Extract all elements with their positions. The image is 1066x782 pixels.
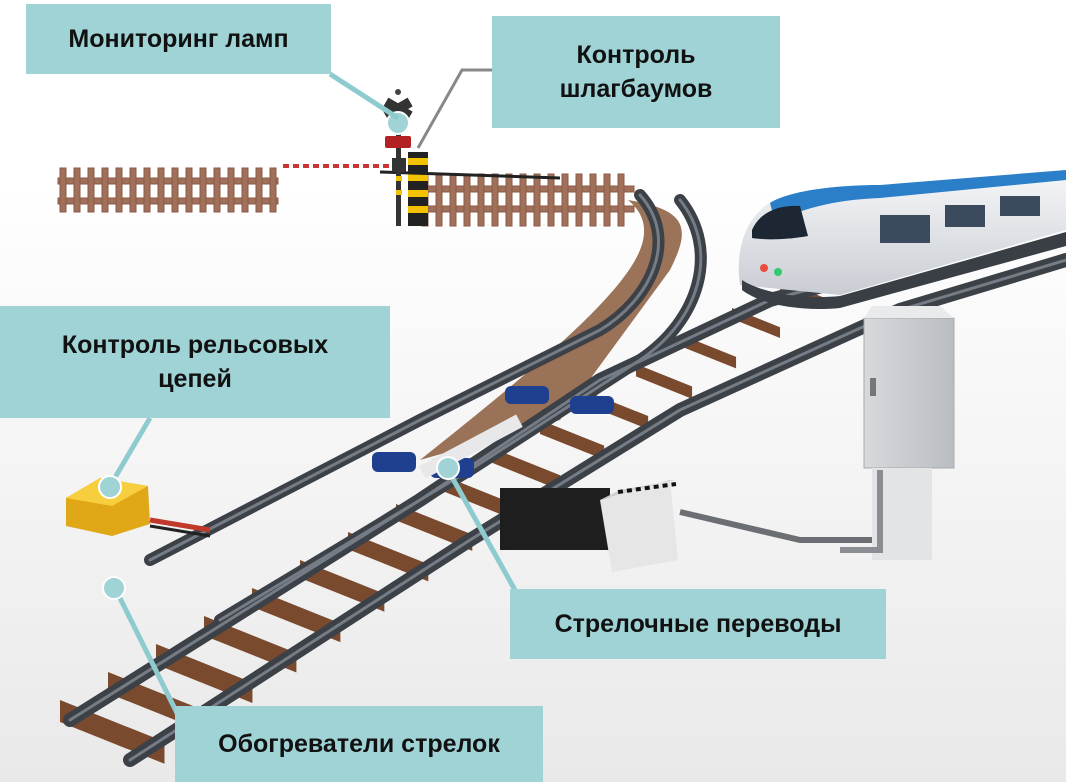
fence-picket: [589, 173, 597, 227]
fence-picket: [241, 167, 249, 213]
label-track-circuit: Контроль рельсовых цепей: [0, 306, 390, 418]
fence-picket: [617, 173, 625, 227]
fence-picket: [171, 167, 179, 213]
switch-machine: [500, 480, 678, 572]
label-lamp-monitoring-text: Мониторинг ламп: [68, 25, 289, 53]
sleeper: [300, 560, 385, 612]
fence-picket: [129, 167, 137, 213]
label-barrier-control-line2: шлагбаумов: [559, 75, 713, 103]
fence-picket: [255, 167, 263, 213]
label-connectors: [98, 68, 518, 717]
fence-picket: [477, 173, 485, 227]
sleeper: [204, 616, 297, 673]
fence-left: [57, 167, 279, 213]
sleeper: [684, 336, 737, 369]
fence-picket: [101, 167, 109, 213]
fence-picket: [533, 173, 541, 227]
fence-picket: [185, 167, 193, 213]
fence-picket: [463, 173, 471, 227]
sleeper: [348, 532, 429, 582]
label-track-circuit-line2: цепей: [158, 365, 232, 393]
sleeper: [444, 476, 517, 521]
fence-picket: [73, 167, 81, 213]
fence-picket: [227, 167, 235, 213]
fence-picket: [603, 173, 611, 227]
signal-lamp: [383, 89, 413, 226]
label-lamp-monitoring: Мониторинг ламп: [26, 4, 331, 74]
label-barrier-control: Контроль шлагбаумов: [492, 16, 780, 128]
label-switches: Стрелочные переводы: [510, 589, 886, 659]
fence-picket: [143, 167, 151, 213]
fence-picket: [213, 167, 221, 213]
fence-picket: [269, 167, 277, 213]
fence-picket: [157, 167, 165, 213]
label-track-circuit-line1: Контроль рельсовых: [61, 331, 329, 359]
label-switch-heaters-text: Обогреватели стрелок: [218, 730, 500, 758]
cable: [679, 509, 880, 543]
fence-picket: [547, 173, 555, 227]
fence-picket: [505, 173, 513, 227]
fence-picket: [575, 173, 583, 227]
fence-picket: [435, 173, 443, 227]
fence-picket: [199, 167, 207, 213]
fence-picket: [87, 167, 95, 213]
sleeper: [540, 420, 605, 460]
control-cabinet: [840, 306, 955, 560]
sleeper: [396, 504, 473, 551]
fence-picket: [59, 167, 67, 213]
fence-picket: [561, 173, 569, 227]
train: [738, 170, 1066, 310]
fence-picket: [491, 173, 499, 227]
sleeper: [492, 448, 561, 491]
sleeper: [636, 364, 693, 399]
fence-picket: [449, 173, 457, 227]
fence-picket: [115, 167, 123, 213]
sleeper: [252, 588, 341, 643]
fence-picket: [519, 173, 527, 227]
label-switch-heaters: Обогреватели стрелок: [175, 706, 543, 782]
label-switches-text: Стрелочные переводы: [554, 610, 842, 638]
label-barrier-control-line1: Контроль: [576, 41, 696, 69]
barrier-gate: [283, 152, 561, 226]
